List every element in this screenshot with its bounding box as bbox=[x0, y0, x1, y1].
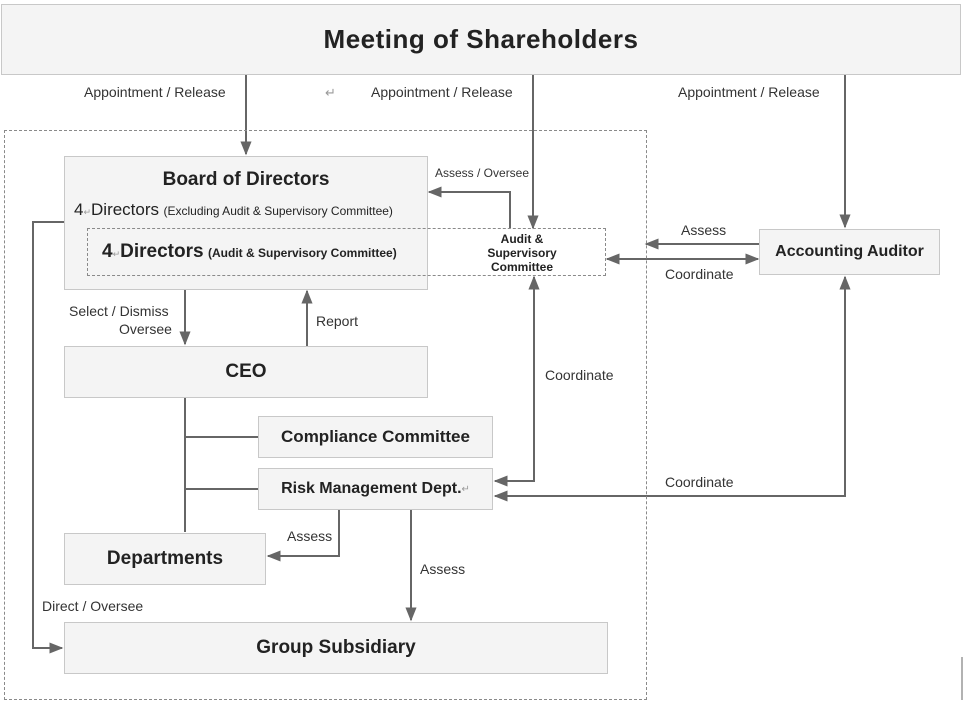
directors-label-2: Directors bbox=[120, 241, 204, 262]
audit-committee-region bbox=[87, 228, 606, 276]
arrow-accounting-risk bbox=[493, 275, 851, 502]
audit-label-line-2: Supervisory bbox=[487, 246, 557, 260]
risk-box: Risk Management Dept.↵ bbox=[258, 468, 493, 510]
accounting-auditor-title: Accounting Auditor bbox=[775, 243, 924, 260]
audit-label-line-1: Audit & bbox=[500, 232, 544, 246]
label-appoint-accounting: Appointment / Release bbox=[678, 84, 820, 100]
audit-directors-line: 4↵Directors (Audit & Supervisory Committ… bbox=[102, 241, 397, 263]
subsidiary-title: Group Subsidiary bbox=[256, 637, 416, 658]
label-oversee: Oversee bbox=[119, 321, 172, 337]
directors-note-2: (Audit & Supervisory Committee) bbox=[208, 246, 397, 260]
shareholders-title: Meeting of Shareholders bbox=[323, 24, 639, 54]
ceo-box: CEO bbox=[64, 346, 428, 398]
board-box: Board of Directors 4↵Directors (Excludin… bbox=[64, 156, 428, 290]
label-coordinate-audit-risk: Coordinate bbox=[545, 367, 614, 383]
return-mark: ↵ bbox=[83, 207, 92, 217]
board-directors-line: 4↵Directors (Excluding Audit & Superviso… bbox=[74, 200, 393, 220]
departments-box: Departments bbox=[64, 533, 266, 585]
directors-count-2: 4 bbox=[102, 241, 113, 262]
label-appoint-board: Appointment / Release bbox=[84, 84, 226, 100]
label-assess-accounting: Assess bbox=[681, 222, 727, 238]
label-assess-oversee: Assess / Oversee bbox=[435, 166, 530, 180]
risk-return-mark: ↵ bbox=[461, 483, 470, 495]
arrow-audit-board bbox=[427, 186, 511, 228]
directors-count-1: 4 bbox=[74, 200, 84, 219]
label-assess-departments: Assess bbox=[287, 528, 333, 544]
compliance-box: Compliance Committee bbox=[258, 416, 493, 458]
subsidiary-box: Group Subsidiary bbox=[64, 622, 608, 674]
return-mark-top: ↵ bbox=[325, 85, 336, 100]
accounting-auditor-box: Accounting Auditor bbox=[759, 229, 940, 275]
board-title: Board of Directors bbox=[162, 169, 330, 190]
shareholders-box: Meeting of Shareholders bbox=[1, 4, 961, 75]
return-mark-2: ↵ bbox=[112, 249, 121, 259]
audit-label-line-3: Committee bbox=[490, 260, 553, 274]
label-coordinate-accounting-risk: Coordinate bbox=[665, 474, 734, 490]
audit-committee-label: Audit & Supervisory Committee bbox=[472, 232, 572, 274]
label-coordinate-accounting: Coordinate bbox=[665, 266, 734, 282]
ceo-title: CEO bbox=[225, 361, 267, 382]
directors-label-1: Directors bbox=[91, 200, 160, 219]
departments-title: Departments bbox=[106, 548, 224, 569]
label-direct-oversee: Direct / Oversee bbox=[42, 598, 144, 614]
label-appoint-audit: Appointment / Release bbox=[371, 84, 513, 100]
arrow-risk-departments bbox=[266, 510, 340, 562]
compliance-title: Compliance Committee bbox=[281, 427, 470, 446]
label-report: Report bbox=[316, 313, 359, 329]
arrow-board-subsidiary bbox=[32, 221, 64, 654]
risk-title: Risk Management Dept. bbox=[281, 480, 462, 497]
directors-note-1: (Excluding Audit & Supervisory Committee… bbox=[163, 204, 393, 218]
label-assess-subsidiary: Assess bbox=[420, 561, 466, 577]
company-boundary bbox=[4, 130, 647, 700]
label-select-dismiss: Select / Dismiss bbox=[69, 303, 169, 319]
